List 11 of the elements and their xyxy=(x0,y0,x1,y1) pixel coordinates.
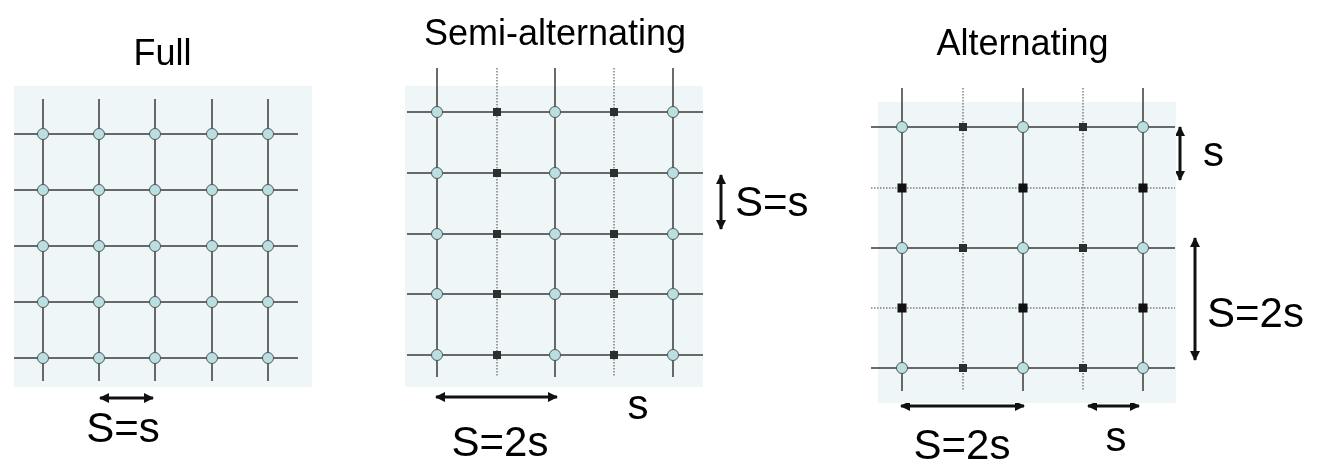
dimension-label: S=s xyxy=(735,181,809,223)
panel-title: Full xyxy=(133,35,192,71)
dimension-label: s xyxy=(1105,416,1127,458)
dimension-label: S=2s xyxy=(451,421,549,463)
panel-title: Alternating xyxy=(936,25,1109,61)
dimension-label: S=s xyxy=(86,407,160,449)
panel-title: Semi-alternating xyxy=(423,15,687,51)
dimension-label: S=2s xyxy=(1207,292,1304,334)
dimension-label: S=2s xyxy=(913,424,1011,466)
dimension-label: s xyxy=(1203,131,1224,173)
dimension-label: s xyxy=(627,384,649,426)
